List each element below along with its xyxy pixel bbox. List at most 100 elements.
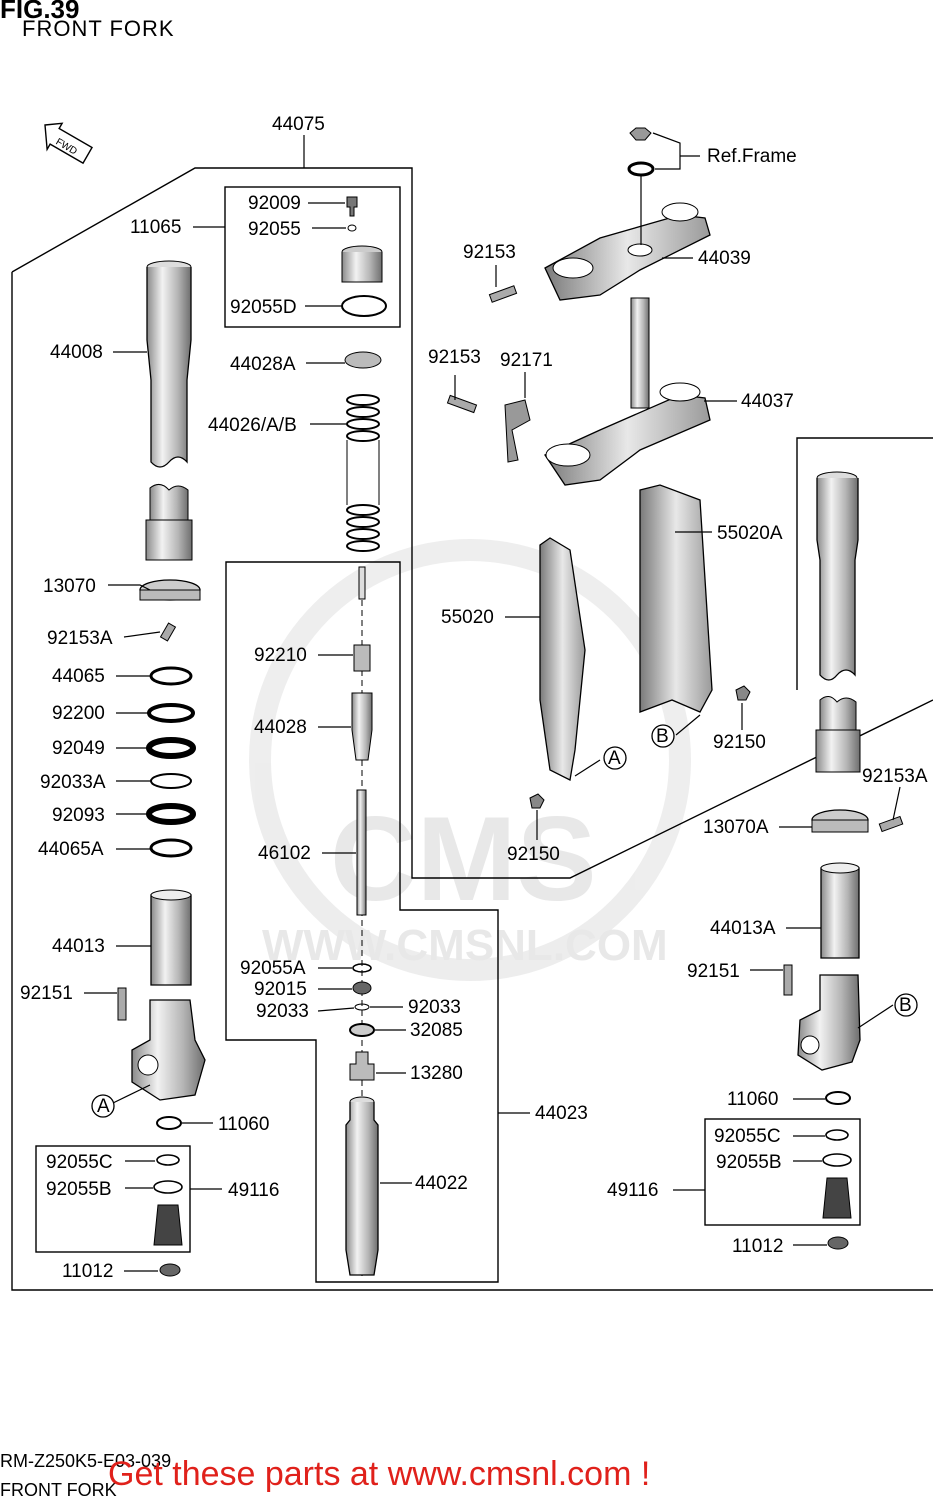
label-92151-right: 92151: [687, 961, 740, 982]
label-92055C-right: 92055C: [714, 1126, 781, 1147]
label-92055A: 92055A: [240, 958, 306, 979]
clamp-13070: [139, 579, 201, 601]
cylinder-44022: [345, 1096, 379, 1276]
label-92055C: 92055C: [46, 1152, 113, 1173]
oring-92055A: [352, 963, 372, 973]
part-labels: 44075 11065 92009 92055 92055D 44008 440…: [20, 114, 928, 1282]
washer-11060-right: [825, 1091, 851, 1105]
valve-kit-box-left: [35, 1145, 191, 1253]
label-49116: 49116: [228, 1180, 279, 1201]
nut-11012-right: [827, 1236, 849, 1250]
footer-caption: FRONT FORK: [0, 1480, 117, 1500]
axle-bracket-left: [131, 999, 206, 1101]
label-92093: 92093: [52, 805, 105, 826]
figure-title: FRONT FORK: [22, 16, 175, 41]
label-44013: 44013: [52, 936, 105, 957]
rod-pin: [358, 566, 366, 600]
callout-a-guard: A: [608, 748, 621, 769]
seal-92049: [146, 737, 196, 759]
circlip-92033A: [150, 773, 192, 789]
oring-92055D: [341, 295, 387, 317]
label-44023: 44023: [535, 1103, 588, 1124]
outer-tube-left: [145, 260, 193, 561]
label-92055: 92055: [248, 219, 301, 240]
washer-11060: [156, 1116, 182, 1130]
label-92015: 92015: [254, 979, 307, 1000]
label-92151: 92151: [20, 983, 73, 1004]
bolt-92150-right: [735, 685, 751, 701]
label-92210: 92210: [254, 645, 307, 666]
oring-92055C-left: [156, 1154, 180, 1166]
axle-bracket-right: [797, 974, 861, 1071]
nut-11012-left: [159, 1263, 181, 1277]
oring-92055B-left: [153, 1180, 183, 1194]
label-13070: 13070: [43, 576, 96, 597]
right-fork-assembly-boundary: [796, 437, 933, 690]
label-44037: 44037: [741, 391, 794, 412]
label-ref-frame: Ref.Frame: [707, 146, 797, 167]
bracket-92171: [504, 399, 531, 463]
label-92033A: 92033A: [40, 772, 106, 793]
upper-triple-clamp-44039: [544, 202, 711, 301]
spring-seat-44028A: [344, 351, 382, 369]
callout-b-guard: B: [656, 726, 669, 747]
label-44028A: 44028A: [230, 354, 296, 375]
bolt-92153-mid: [446, 394, 478, 414]
washer-ref-frame: [627, 161, 655, 177]
callout-circles: [91, 724, 918, 1118]
label-44026: 44026/A/B: [208, 415, 297, 436]
label-13070A: 13070A: [703, 817, 769, 838]
label-92055D: 92055D: [230, 297, 297, 318]
label-55020A: 55020A: [717, 523, 783, 544]
label-32085: 32085: [410, 1020, 463, 1041]
valve-kit-box-right: [704, 1118, 861, 1226]
valve-49116-left: [153, 1204, 183, 1246]
leader-lines: [84, 132, 901, 1272]
label-55020: 55020: [441, 607, 494, 628]
label-92153A: 92153A: [47, 628, 113, 649]
oring-92055C-right: [825, 1129, 849, 1141]
bolt-92150-left: [529, 793, 545, 809]
promo-link[interactable]: Get these parts at www.cmsnl.com !: [108, 1455, 651, 1493]
valve-49116-right: [822, 1177, 852, 1219]
label-13280: 13280: [410, 1063, 463, 1084]
label-92055B-right: 92055B: [716, 1152, 782, 1173]
callout-a-left: A: [97, 1096, 110, 1117]
watermark-url: WWW.CMSNL.COM: [262, 921, 668, 970]
label-92171: 92171: [500, 350, 553, 371]
label-92033-right: 92033: [408, 997, 461, 1018]
bolt-92009: [346, 196, 358, 217]
fork-guard-55020A: [639, 484, 713, 713]
seal-92093: [146, 803, 196, 825]
label-11065: 11065: [130, 217, 181, 238]
steering-stem-44037: [544, 297, 711, 486]
label-46102: 46102: [258, 843, 311, 864]
bolt-92153-top: [488, 285, 518, 303]
watermark-logo: CMS: [330, 792, 597, 926]
label-44065A: 44065A: [38, 839, 104, 860]
label-92049: 92049: [52, 738, 105, 759]
label-44039: 44039: [698, 248, 751, 269]
oring-92055B-right: [822, 1153, 852, 1167]
outer-tube-right: [815, 471, 861, 773]
cartridge-assembly-boundary: [225, 561, 499, 1283]
ring-44065A: [149, 838, 193, 858]
nut-ref-frame: [629, 127, 652, 141]
clamp-13070A: [811, 809, 869, 833]
bolt-13280: [349, 1051, 375, 1081]
spring-44026: [346, 394, 380, 552]
model-code: RM-Z250K5-E03-039: [0, 1451, 172, 1471]
label-92033: 92033: [256, 1001, 309, 1022]
guide-44028: [351, 692, 373, 761]
label-92153-mid: 92153: [428, 347, 481, 368]
left-fork-assembly-boundary: [11, 167, 933, 1291]
ring-92200: [147, 703, 195, 723]
label-44028: 44028: [254, 717, 307, 738]
nut-92210: [353, 644, 371, 672]
label-44065: 44065: [52, 666, 105, 687]
watermark: CMS WWW.CMSNL.COM: [249, 539, 691, 981]
label-11060-right: 11060: [727, 1089, 778, 1110]
label-44013A: 44013A: [710, 918, 776, 939]
label-11012: 11012: [62, 1261, 113, 1282]
